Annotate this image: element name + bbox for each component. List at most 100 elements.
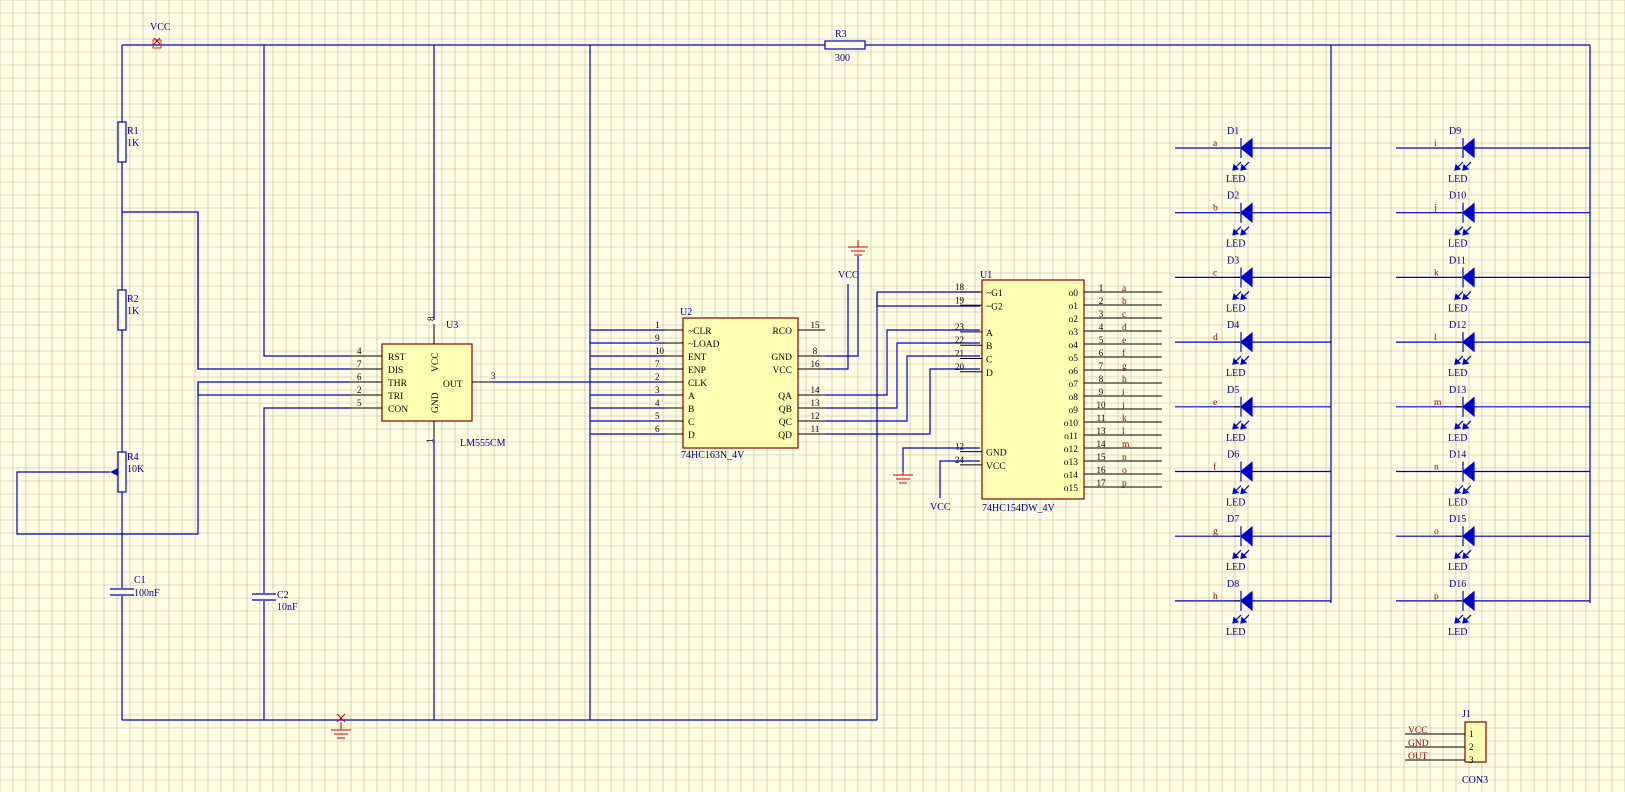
u2-pin-num: 14 bbox=[811, 385, 821, 395]
u1-output-net: h bbox=[1122, 375, 1127, 385]
led-net: i bbox=[1434, 139, 1437, 149]
u1-output-label: o5 bbox=[1069, 354, 1079, 364]
u2-pin-num: 4 bbox=[655, 398, 660, 408]
u1-pin-label: ~G1 bbox=[986, 289, 1003, 299]
led-net: j bbox=[1433, 204, 1437, 214]
r4-value: 10K bbox=[127, 464, 145, 475]
u1-output-label: o15 bbox=[1064, 484, 1079, 494]
u1-pin-num: 22 bbox=[955, 335, 964, 345]
j1-ref: J1 bbox=[1462, 709, 1471, 720]
led-net: e bbox=[1213, 398, 1217, 408]
u1-pin-num: 19 bbox=[955, 295, 965, 305]
led-net: f bbox=[1213, 462, 1217, 473]
led-net: c bbox=[1213, 268, 1217, 278]
u1-output-net: i bbox=[1122, 388, 1125, 398]
led-value: LED bbox=[1226, 498, 1245, 509]
u3-pin-num: 5 bbox=[357, 398, 362, 408]
u1-output-net: n bbox=[1122, 453, 1127, 463]
u1-output-pin: 7 bbox=[1099, 361, 1104, 371]
u2-pin-label: QB bbox=[779, 405, 792, 415]
led-value: LED bbox=[1448, 433, 1467, 444]
u1-output-pin: 9 bbox=[1099, 387, 1104, 397]
led-net: m bbox=[1434, 398, 1442, 408]
wires-pot-loop bbox=[16, 211, 350, 535]
led-value: LED bbox=[1448, 239, 1467, 250]
u1-output-label: o7 bbox=[1069, 380, 1079, 390]
led-value: LED bbox=[1448, 303, 1467, 314]
u2-pin-num: 1 bbox=[655, 320, 660, 330]
u3-pin-num: 4 bbox=[357, 346, 362, 356]
led-net: l bbox=[1434, 333, 1437, 343]
u1-output-net: g bbox=[1122, 362, 1127, 372]
led-value: LED bbox=[1226, 562, 1245, 573]
u3-gnd-pin: 1 bbox=[425, 439, 435, 444]
j1-pin-num: 1 bbox=[1469, 729, 1474, 739]
capacitor-c1: C1 100nF bbox=[110, 575, 160, 599]
u2-pin-num: 10 bbox=[655, 346, 665, 356]
u3-pin-num: 7 bbox=[357, 359, 362, 369]
u3-vcc-pin: 8 bbox=[426, 316, 436, 321]
u1-output-label: o12 bbox=[1064, 445, 1079, 455]
u1-output-pin: 6 bbox=[1099, 348, 1104, 358]
u3-out-pin: 3 bbox=[491, 371, 496, 381]
u3-out-label: OUT bbox=[443, 380, 463, 390]
led-ref: D12 bbox=[1449, 320, 1466, 331]
c2-ref: C2 bbox=[277, 590, 289, 601]
u2-pin-label: ENT bbox=[688, 353, 707, 363]
u2-pin-num: 3 bbox=[655, 385, 660, 395]
j1-pin-net: VCC bbox=[1408, 726, 1428, 736]
u1-pin-label: VCC bbox=[986, 462, 1006, 472]
vcc-top-label: VCC bbox=[150, 22, 171, 33]
ground-symbol-bottom bbox=[331, 713, 351, 739]
u1-output-net: k bbox=[1122, 414, 1127, 424]
u1-output-label: o3 bbox=[1069, 328, 1079, 338]
led-net: h bbox=[1213, 592, 1218, 602]
u2-pin-num: 9 bbox=[655, 333, 660, 343]
u1-pin-num: 24 bbox=[955, 455, 965, 465]
u1-output-net: b bbox=[1122, 297, 1127, 307]
led-ref: D15 bbox=[1449, 514, 1466, 525]
u3-part: LM555CM bbox=[460, 438, 506, 449]
led-value: LED bbox=[1226, 627, 1245, 638]
u1-output-net: d bbox=[1122, 323, 1127, 333]
u3-vcc-label: VCC bbox=[431, 352, 441, 372]
u3-pin-label: CON bbox=[388, 405, 408, 415]
u2-pin-num: 2 bbox=[655, 372, 660, 382]
led-ref: D9 bbox=[1449, 126, 1461, 137]
led-value: LED bbox=[1226, 433, 1245, 444]
u1-output-net: f bbox=[1122, 348, 1126, 359]
led-array: D1LEDaD2LEDbD3LEDcD4LEDdD5LEDeD6LEDfD7LE… bbox=[1175, 126, 1590, 638]
led-ref: D5 bbox=[1227, 385, 1239, 396]
u1-output-pin: 8 bbox=[1099, 374, 1104, 384]
led-value: LED bbox=[1448, 498, 1467, 509]
u1-output-pin: 16 bbox=[1097, 465, 1107, 475]
led-value: LED bbox=[1448, 368, 1467, 379]
u1-output-net: p bbox=[1122, 479, 1127, 489]
j1-pin-net: OUT bbox=[1408, 752, 1428, 762]
r1-value: 1K bbox=[127, 138, 140, 149]
led-ref: D3 bbox=[1227, 255, 1239, 266]
led-net: k bbox=[1434, 268, 1439, 278]
u1-output-pin: 17 bbox=[1097, 478, 1107, 488]
r1-ref: R1 bbox=[127, 126, 139, 137]
u3-gnd-label: GND bbox=[431, 392, 441, 413]
j1-pin-net: GND bbox=[1408, 739, 1429, 749]
r3-value: 300 bbox=[835, 53, 850, 64]
u2-pin-label: QC bbox=[779, 418, 792, 428]
led-ref: D2 bbox=[1227, 191, 1239, 202]
u1-output-label: o9 bbox=[1069, 406, 1079, 416]
r2-ref: R2 bbox=[127, 294, 139, 305]
wire-u1-vcc bbox=[939, 460, 980, 498]
led-net: b bbox=[1213, 204, 1218, 214]
u2-pin-num: 11 bbox=[811, 424, 820, 434]
u1-pin-num: 23 bbox=[955, 322, 965, 332]
u1-output-label: o10 bbox=[1064, 419, 1079, 429]
u1-output-net: a bbox=[1122, 284, 1127, 294]
u1-pin-num: 12 bbox=[955, 442, 964, 452]
